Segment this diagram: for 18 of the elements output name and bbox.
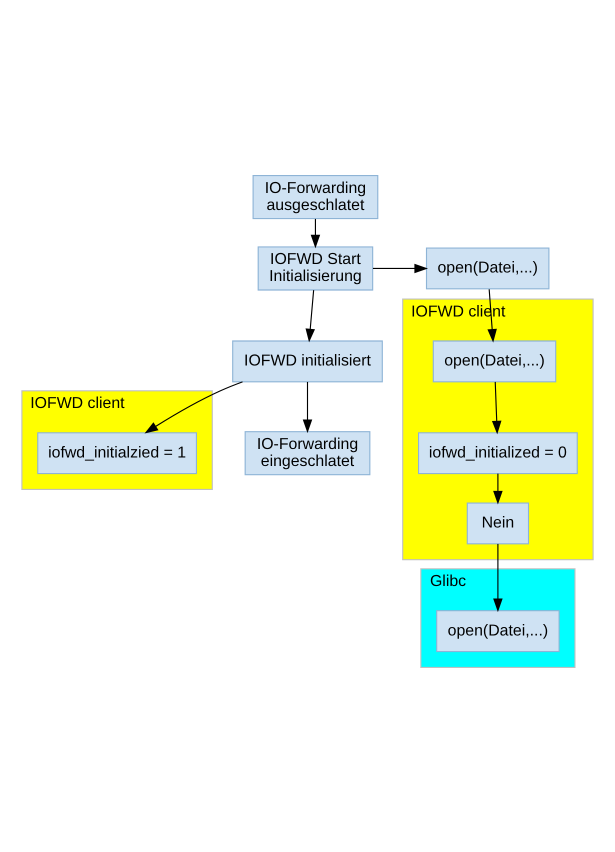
node-box: open(Datei,...)	[432, 340, 556, 382]
arrow	[306, 290, 315, 342]
arrow	[492, 382, 502, 434]
arrow	[372, 264, 428, 274]
node-box: open(Datei,...)	[426, 248, 550, 290]
node-box: IO-Forwarding eingeschlatet	[244, 431, 370, 476]
node-box: iofwd_initialized = 0	[418, 432, 578, 474]
node-box: IOFWD initialisiert	[232, 340, 383, 382]
node-box: IOFWD Start Initialisierung	[258, 246, 374, 291]
node-box: Nein	[466, 502, 530, 544]
arrow	[493, 474, 503, 504]
node-box: IO-Forwarding ausgeschlatet	[252, 174, 378, 220]
node-box: open(Datei,...)	[436, 610, 560, 652]
node-box: iofwd_initialzied = 1	[37, 432, 197, 474]
arrow	[493, 544, 503, 612]
arrow	[144, 381, 243, 434]
arrow	[302, 382, 312, 434]
arrow	[310, 218, 320, 248]
